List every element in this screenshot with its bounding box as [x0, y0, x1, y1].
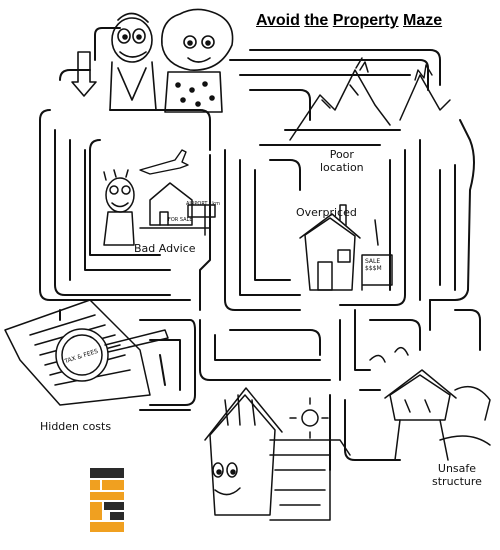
maze-corridor-center-lower	[199, 309, 421, 381]
maze-corridor-left	[54, 129, 191, 301]
maze-outer-wall	[39, 27, 475, 301]
start-arrow	[71, 51, 97, 97]
label-poor-location: Poor location	[320, 148, 364, 174]
label-hidden-costs: Hidden costs	[40, 420, 112, 433]
title-word-maze: Maze	[403, 12, 443, 29]
maze-corridor-bottom-right	[329, 299, 481, 471]
label-bad-advice: Bad Advice	[134, 242, 196, 255]
label-unsafe-line1: Unsafe	[437, 462, 477, 475]
tree-sketch	[414, 64, 433, 81]
bad-advice-scene	[103, 169, 216, 246]
mountain-drawing	[289, 57, 451, 141]
outhouse-drawing	[204, 387, 351, 521]
label-poor-location-line1: Poor	[329, 148, 354, 161]
maze-corridor-middle	[199, 129, 401, 311]
maze-corridor-right	[339, 139, 456, 306]
unsafe-treehouse	[369, 346, 491, 461]
couple-characters	[109, 8, 234, 113]
sign-price-line1: SALE	[365, 258, 381, 265]
title-word-avoid: Avoid	[256, 12, 300, 29]
hidden-costs-scroll	[4, 299, 169, 406]
airplane-drawing	[139, 149, 189, 175]
sign-for-sale: FOR SALE	[168, 217, 193, 223]
title-word-property: Property	[332, 12, 399, 29]
label-unsafe-structure: Unsafe structure	[432, 462, 482, 488]
page-title: Avoid the Property Maze	[256, 12, 442, 30]
maze-corridor-bottom-left	[59, 309, 196, 411]
sign-airport: AIRPORT 1km	[186, 201, 221, 207]
label-overpriced: Overpriced	[296, 206, 357, 219]
overpriced-house	[299, 204, 393, 291]
label-poor-location-line2: location	[320, 161, 364, 174]
company-logo	[90, 468, 124, 532]
title-word-the: the	[304, 12, 329, 29]
label-unsafe-line2: structure	[432, 475, 482, 488]
sign-price-line2: $$$M	[365, 265, 382, 272]
maze-corridor-top	[59, 59, 429, 151]
sign-price-tag: SALE $$$M	[365, 258, 382, 272]
